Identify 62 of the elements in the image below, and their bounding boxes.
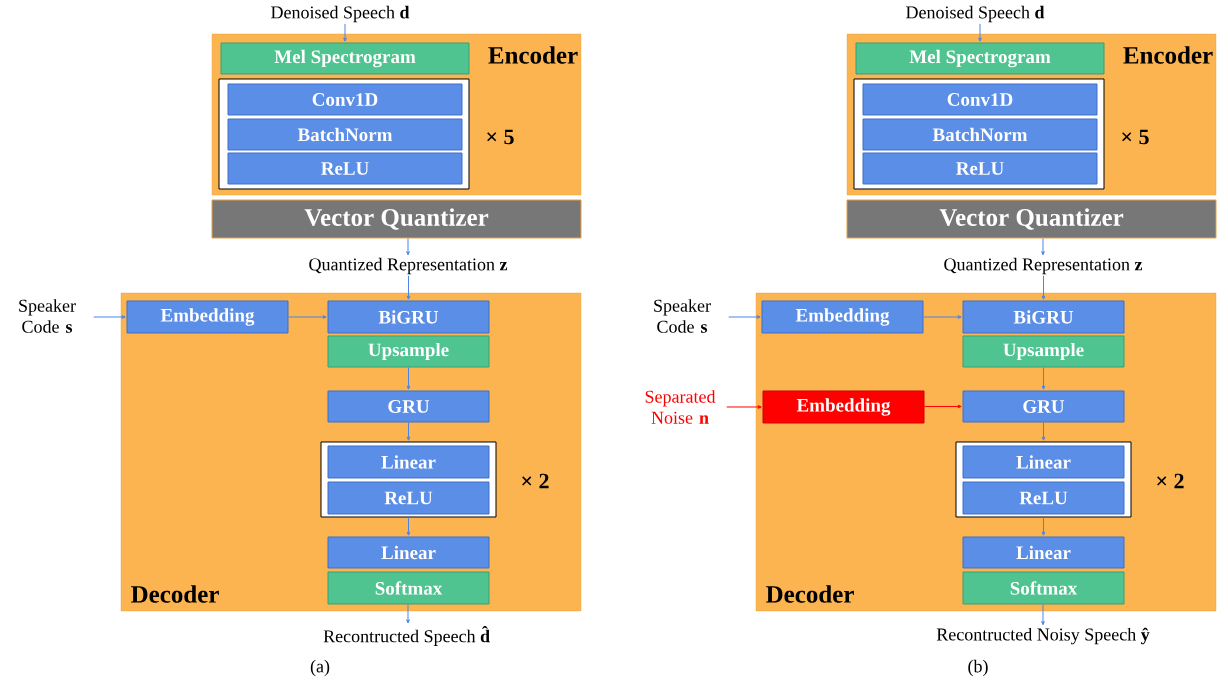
- layer-box: BiGRU: [962, 300, 1125, 334]
- arrow: [288, 315, 327, 319]
- layer-box: Mel Spectrogram: [220, 42, 470, 75]
- layer-box: Embedding: [126, 300, 289, 334]
- arrow: [1041, 275, 1046, 300]
- layer-box: Vector Quantizer: [846, 199, 1217, 239]
- arrow: [1041, 238, 1045, 256]
- io-label: Separated Noise n: [645, 390, 716, 424]
- arrow: [93, 315, 126, 319]
- arrow: [923, 315, 962, 319]
- arrow: [1041, 517, 1046, 536]
- arrow: [406, 275, 411, 300]
- arrow: [406, 604, 410, 624]
- layer-box: Linear: [327, 536, 490, 569]
- layer-box: Linear: [962, 536, 1125, 569]
- layer-box: Softmax: [962, 571, 1125, 605]
- subfigure-label: (b): [968, 659, 988, 677]
- arrow: [924, 404, 962, 409]
- io-label: Quantized Representation z: [309, 257, 508, 275]
- io-label: Denoised Speech d: [906, 5, 1045, 23]
- layer-box: Conv1D: [227, 83, 463, 116]
- io-label: Denoised Speech d: [271, 5, 410, 23]
- arrow: [1041, 367, 1046, 390]
- layer-box: Embedding: [761, 300, 924, 334]
- layer-box: Conv1D: [862, 83, 1098, 116]
- io-label: Recontructed Noisy Speech ŷ: [936, 627, 1150, 645]
- repeat-count: × 5: [487, 129, 514, 145]
- arrow: [406, 517, 411, 536]
- arrow: [406, 238, 410, 256]
- layer-box: Mel Spectrogram: [855, 42, 1105, 75]
- repeat-count: × 5: [1122, 129, 1149, 145]
- layer-box: Upsample: [327, 335, 490, 368]
- layer-box: Upsample: [962, 335, 1125, 368]
- layer-box: BiGRU: [327, 300, 490, 334]
- arrow: [978, 23, 982, 42]
- arrow: [728, 315, 761, 319]
- layer-box: BatchNorm: [227, 118, 463, 151]
- layer-box: GRU: [962, 390, 1125, 423]
- layer-box: Vector Quantizer: [211, 199, 582, 239]
- arrow: [406, 422, 411, 441]
- layer-box: ReLU: [862, 152, 1098, 185]
- layer-box: Softmax: [327, 571, 490, 605]
- subfigure-label: (a): [310, 659, 330, 677]
- layer-box: ReLU: [962, 481, 1125, 515]
- arrow: [1041, 604, 1045, 626]
- layer-box: Embedding: [762, 390, 925, 424]
- layer-box: BatchNorm: [862, 118, 1098, 151]
- arrow: [343, 23, 347, 42]
- io-label: Speaker Code s: [19, 299, 76, 333]
- layer-box: Linear: [327, 445, 490, 479]
- arrow: [1041, 422, 1046, 441]
- layer-box: ReLU: [227, 152, 463, 185]
- io-label: Speaker Code s: [654, 299, 711, 333]
- arrow: [726, 405, 762, 409]
- repeat-count: × 2: [1157, 473, 1184, 489]
- io-label: Quantized Representation z: [944, 257, 1143, 275]
- layer-box: GRU: [327, 390, 490, 423]
- arrow: [406, 367, 411, 390]
- io-label: Recontructed Speech d̂: [323, 626, 490, 646]
- layer-box: Linear: [962, 445, 1125, 479]
- repeat-count: × 2: [522, 473, 549, 489]
- layer-box: ReLU: [327, 481, 490, 515]
